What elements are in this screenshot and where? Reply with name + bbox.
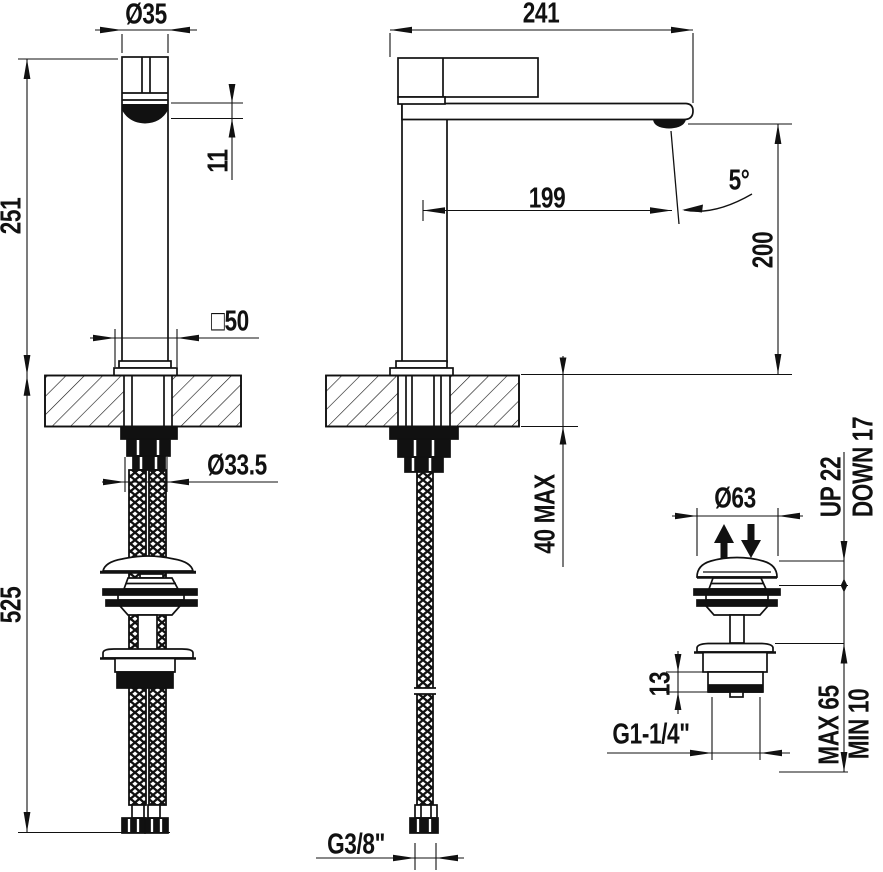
dim-travel-down: DOWN 17 xyxy=(847,416,880,518)
front-popup-waste xyxy=(100,555,198,689)
side-view-linework xyxy=(325,57,694,834)
dim-shank-diameter: Ø33.5 xyxy=(207,449,267,482)
dim-waste-thread: G1-1/4" xyxy=(612,718,690,751)
dim-cap-diameter: Ø63 xyxy=(714,482,756,515)
front-spout-outlet xyxy=(122,104,168,124)
dim-height-above-deck: 251 xyxy=(0,197,28,235)
dim-mount-max: MAX 65 xyxy=(813,685,846,765)
side-supply-hose xyxy=(409,471,439,834)
up-arrow-icon xyxy=(714,524,734,558)
dim-total-depth: 241 xyxy=(522,0,560,30)
dim-outlet-height-above-deck: 200 xyxy=(747,231,780,269)
dim-spout-angle: 5° xyxy=(728,164,750,197)
dim-deck-thickness: 40 MAX xyxy=(529,474,562,554)
dim-outlet-height: 11 xyxy=(202,149,235,173)
dim-supply-thread: G3/8" xyxy=(327,828,385,861)
down-arrow-icon xyxy=(741,524,761,558)
dimension-arrowheads xyxy=(23,26,848,862)
side-aerator xyxy=(653,119,686,129)
front-view-linework xyxy=(44,56,242,834)
waste-detail-linework xyxy=(693,524,781,698)
dim-handle-diameter: Ø35 xyxy=(125,0,167,31)
front-hose-end-fittings xyxy=(121,804,169,834)
dimension-lines xyxy=(18,29,848,870)
dim-mount-min: MIN 10 xyxy=(843,688,876,760)
side-handle xyxy=(397,57,539,98)
dim-travel-up: UP 22 xyxy=(815,456,848,518)
dim-waste-body-height: 13 xyxy=(644,671,677,697)
waste-cap xyxy=(696,556,778,578)
deck-section-left xyxy=(44,374,242,428)
deck-section-right xyxy=(325,374,520,428)
dim-total-height: 525 xyxy=(0,586,28,624)
side-spout xyxy=(401,102,694,121)
dim-body-square: □50 xyxy=(211,305,249,338)
dim-spout-reach: 199 xyxy=(528,182,566,215)
